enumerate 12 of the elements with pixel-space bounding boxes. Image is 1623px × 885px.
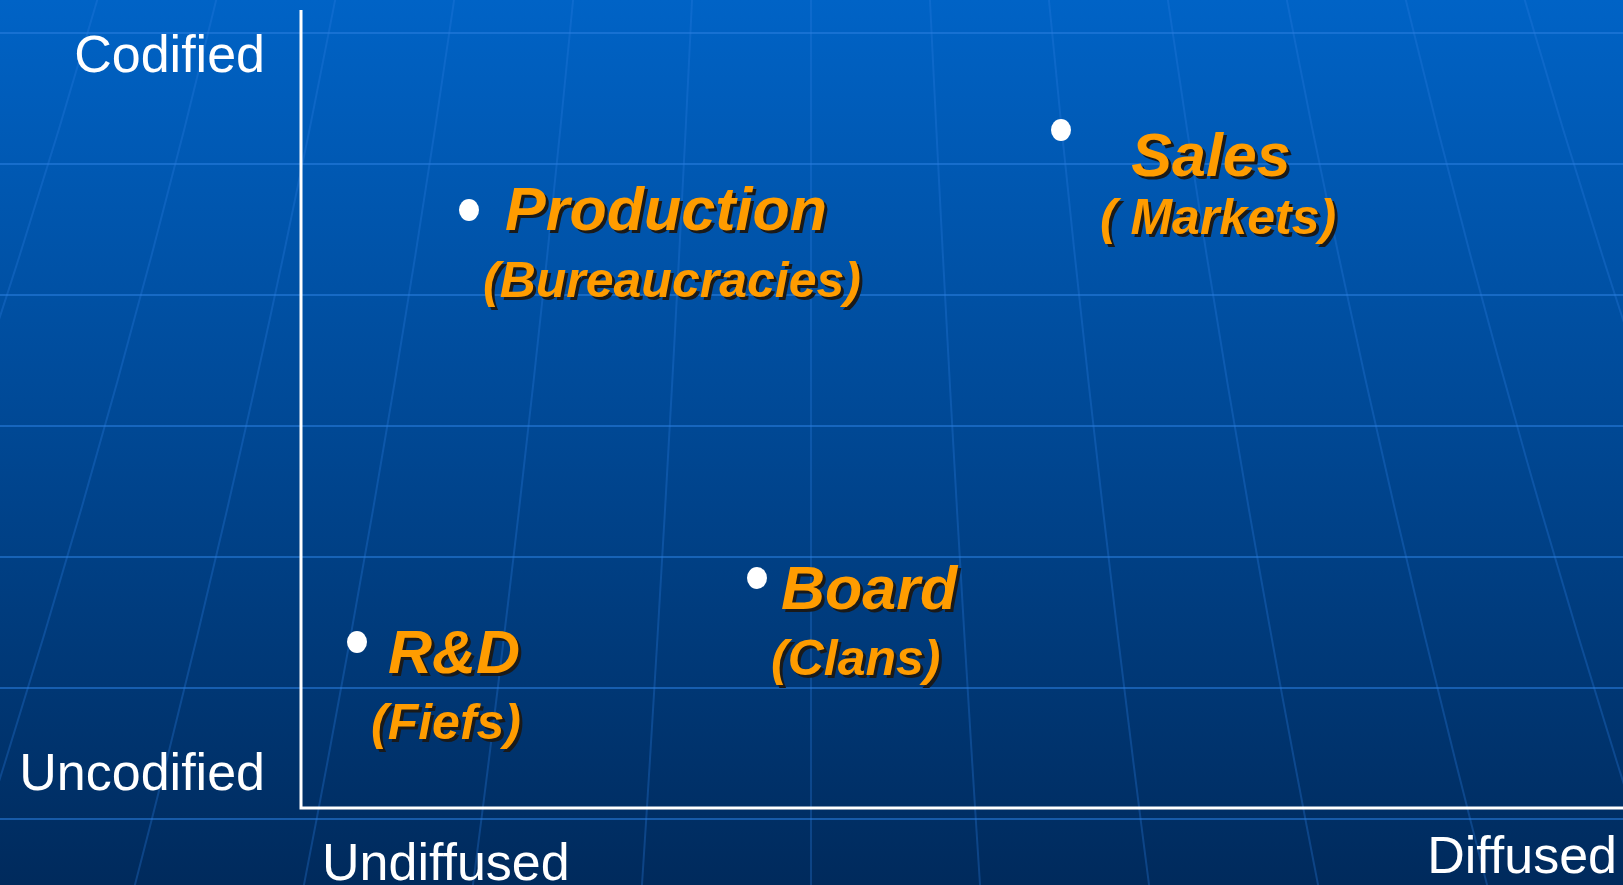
axis-label: Diffused [1427, 829, 1617, 881]
point-label: Sales [1131, 124, 1291, 186]
axis-label: Uncodified [19, 746, 265, 798]
point-sublabel: (Bureaucracies) [483, 255, 861, 305]
axis-label: Undiffused [322, 836, 570, 885]
axis-label: Codified [74, 28, 265, 80]
point-label: R&D [388, 621, 521, 683]
point-sublabel: (Clans) [771, 633, 941, 683]
point-sublabel: ( Markets) [1099, 192, 1337, 242]
point-sublabel: (Fiefs) [371, 697, 521, 747]
point-label: Production [505, 178, 827, 240]
point-label: Board [781, 557, 958, 619]
